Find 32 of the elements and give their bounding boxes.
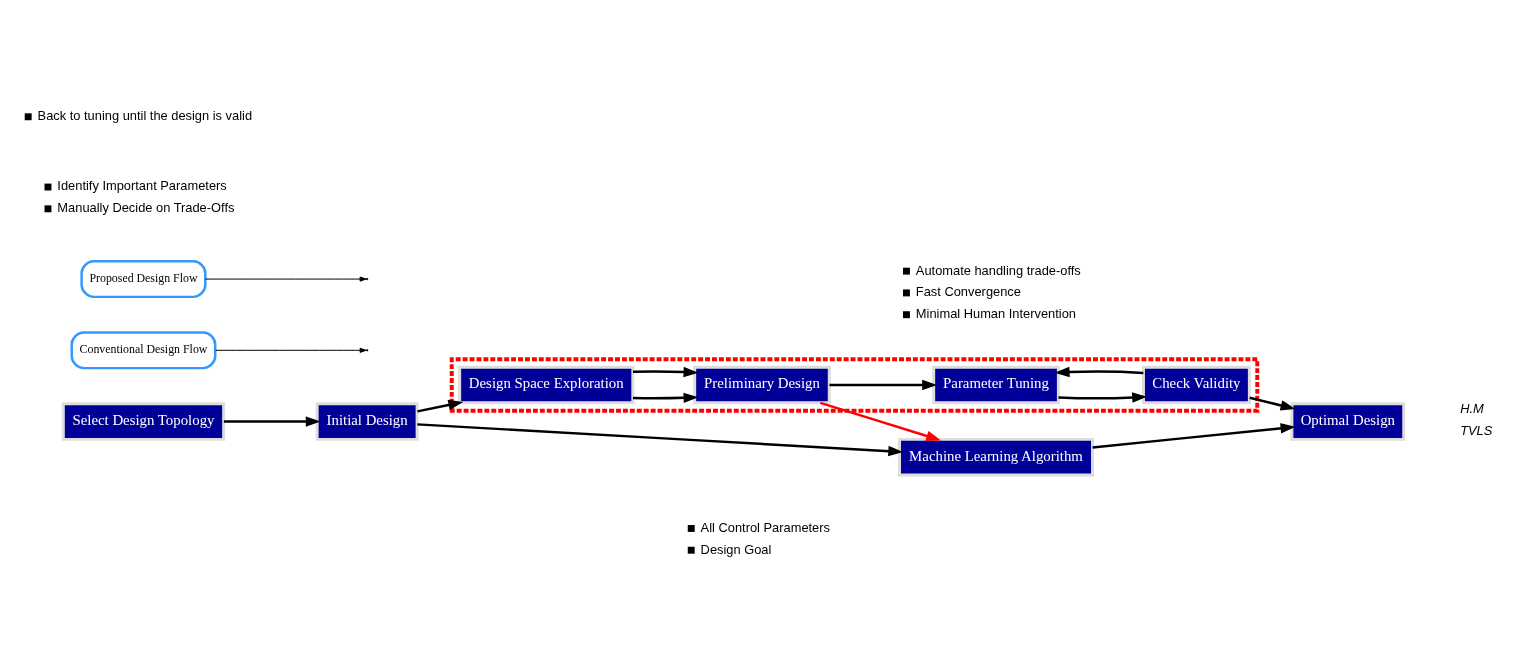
label: H.M bbox=[1460, 400, 1484, 416]
arrow bbox=[215, 347, 367, 353]
label: Back to tuning until the design is valid bbox=[37, 107, 253, 123]
arrow bbox=[223, 415, 321, 427]
node-box: Check Validity bbox=[1142, 365, 1251, 404]
label: Fast Convergence bbox=[915, 283, 1021, 299]
node-box: Select Design Topology bbox=[61, 401, 226, 441]
label: Manually Decide on Trade-Offs bbox=[57, 199, 235, 215]
arrow bbox=[819, 401, 942, 441]
arrow bbox=[1092, 422, 1296, 449]
arrow bbox=[1054, 366, 1144, 377]
arrow bbox=[632, 366, 699, 377]
node-box: Design Space Exploration bbox=[458, 365, 635, 404]
arrow bbox=[417, 422, 904, 456]
label: Minimal Human Intervention bbox=[915, 305, 1076, 321]
label: Design Goal bbox=[700, 541, 772, 557]
arrow bbox=[1249, 396, 1296, 410]
label: All Control Parameters bbox=[700, 519, 830, 535]
node-box: Proposed Design Flow bbox=[80, 259, 207, 298]
arrow bbox=[417, 399, 464, 413]
arrow bbox=[1058, 391, 1148, 403]
node-box: Machine Learning Algorithm bbox=[898, 437, 1094, 476]
node-box: Preliminary Design bbox=[693, 365, 831, 404]
arrow bbox=[632, 392, 699, 403]
node-box: Conventional Design Flow bbox=[70, 330, 217, 369]
label: Automate handling trade-offs bbox=[915, 262, 1081, 278]
node-box: Optimal Design bbox=[1290, 401, 1406, 441]
node-box: Parameter Tuning bbox=[932, 365, 1060, 404]
arrow bbox=[829, 379, 938, 390]
label: TVLS bbox=[1460, 422, 1493, 438]
label: Identify Important Parameters bbox=[57, 177, 227, 193]
node-box: Initial Design bbox=[315, 401, 419, 441]
